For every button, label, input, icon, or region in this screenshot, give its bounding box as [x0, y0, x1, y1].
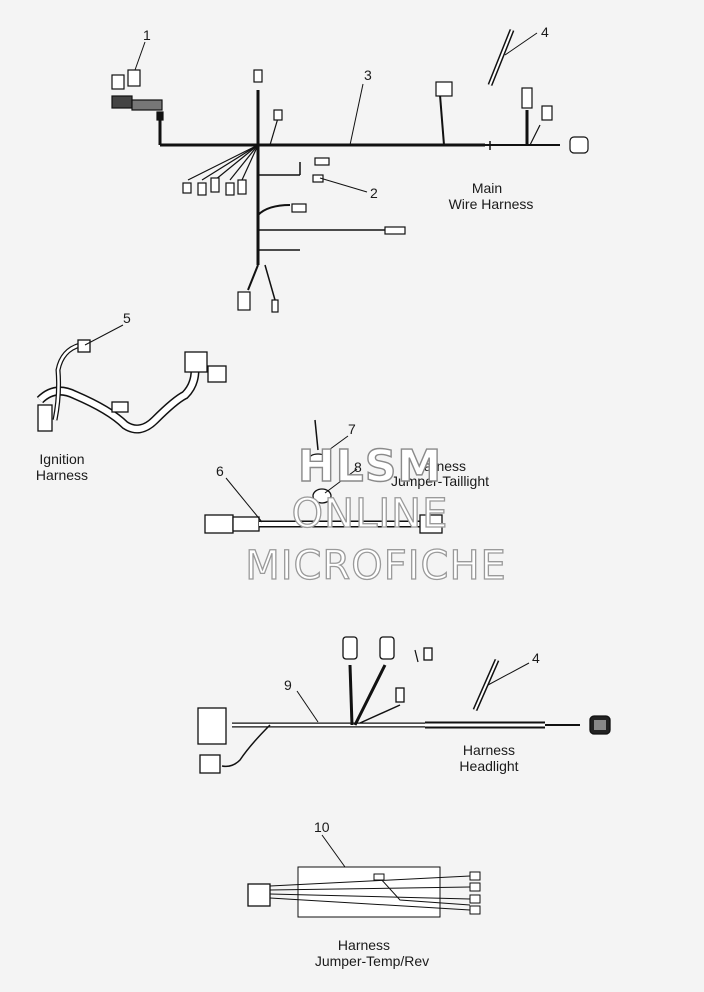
main-harness-label-2: Wire Harness: [449, 196, 534, 212]
headlight-label-2: Headlight: [459, 758, 518, 774]
leader-lines: [84, 32, 538, 868]
taillight-jumper-harness: [204, 419, 443, 534]
temprev-label-2: Jumper-Temp/Rev: [315, 953, 429, 969]
callout-2: 2: [370, 185, 378, 201]
callout-numbers: 1 2 3 4 5 6 7 8 4 9 10: [123, 24, 549, 835]
ignition-harness: [36, 339, 227, 434]
callout-4: 4: [541, 24, 549, 40]
callout-1: 1: [143, 27, 151, 43]
temp-rev-jumper-harness: [247, 866, 481, 918]
main-harness-label-1: Main: [472, 180, 502, 196]
callout-6: 6: [216, 463, 224, 479]
watermark-line-3: MICROFICHE: [245, 543, 507, 589]
callout-10: 10: [314, 819, 330, 835]
main-wire-harness: [158, 90, 560, 301]
conduit-tube-top: [487, 29, 515, 86]
callout-3: 3: [364, 67, 372, 83]
taillight-label-2: Jumper-Taillight: [391, 473, 489, 489]
callout-9: 9: [284, 677, 292, 693]
ignition-label-2: Harness: [36, 467, 88, 483]
harness-labels: Main Wire Harness Ignition Harness Harne…: [36, 180, 533, 969]
watermark: HLSM ONLINE MICROFICHE: [245, 440, 507, 589]
headlight-label-1: Harness: [463, 742, 515, 758]
ignition-label-1: Ignition: [39, 451, 84, 467]
conduit-tube-bottom: [472, 658, 500, 712]
main-harness-connectors: [111, 69, 589, 313]
headlight-harness: [197, 636, 611, 774]
callout-8: 8: [354, 459, 362, 475]
callout-7: 7: [348, 421, 356, 437]
temprev-label-1: Harness: [338, 937, 390, 953]
callout-4-lower: 4: [532, 650, 540, 666]
callout-5: 5: [123, 310, 131, 326]
taillight-label-1: Harness: [414, 458, 466, 474]
watermark-line-2: ONLINE: [292, 491, 449, 537]
watermark-line-1: HLSM: [298, 441, 442, 492]
